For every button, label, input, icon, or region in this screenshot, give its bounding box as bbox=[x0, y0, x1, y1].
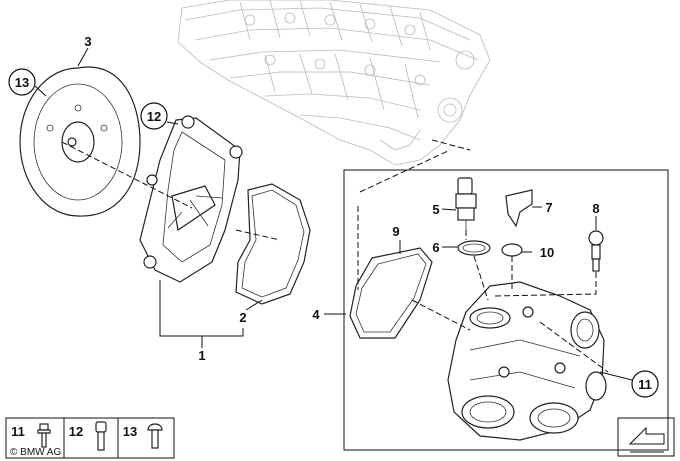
pulley-part bbox=[19, 66, 141, 217]
thermostat-assembly-frame bbox=[343, 169, 669, 451]
direction-arrow-icon bbox=[617, 417, 675, 457]
sensor-8-part bbox=[588, 230, 604, 272]
callout-7: 7 bbox=[545, 200, 552, 215]
legend-number-11: 11 bbox=[11, 424, 25, 439]
callout-10: 10 bbox=[540, 245, 554, 260]
engine-cylinder-head bbox=[177, 0, 491, 166]
sensor-part bbox=[455, 177, 477, 230]
fastener-legend: 11 12 13 © BMW AG bbox=[5, 417, 175, 459]
clip-part bbox=[505, 189, 533, 228]
callout-6: 6 bbox=[432, 240, 439, 255]
callout-3: 3 bbox=[84, 34, 91, 49]
bolt-11-icon bbox=[37, 423, 51, 448]
gasket-part bbox=[235, 183, 311, 305]
callout-8: 8 bbox=[592, 201, 599, 216]
water-pump-part bbox=[139, 115, 243, 283]
gasket-9-part bbox=[349, 247, 433, 339]
legend-number-12: 12 bbox=[69, 424, 83, 439]
callout-13: 13 bbox=[15, 75, 29, 90]
callout-9: 9 bbox=[392, 224, 399, 239]
thermostat-housing-part bbox=[447, 281, 607, 441]
callout-11: 11 bbox=[638, 377, 652, 392]
callout-1: 1 bbox=[198, 348, 205, 363]
callout-5: 5 bbox=[432, 202, 439, 217]
bolt-13-icon bbox=[147, 423, 163, 449]
o-ring-6-part bbox=[457, 240, 491, 256]
callout-12: 12 bbox=[147, 109, 161, 124]
bolt-12-icon bbox=[95, 421, 107, 451]
legend-number-13: 13 bbox=[123, 424, 137, 439]
o-ring-10-part bbox=[501, 243, 523, 257]
callout-4: 4 bbox=[312, 307, 320, 322]
copyright-text: © BMW AG bbox=[10, 447, 61, 458]
callout-11-circle bbox=[631, 370, 659, 398]
callout-2: 2 bbox=[239, 310, 246, 325]
callout-13-circle bbox=[8, 68, 36, 96]
callout-12-circle bbox=[140, 102, 168, 130]
